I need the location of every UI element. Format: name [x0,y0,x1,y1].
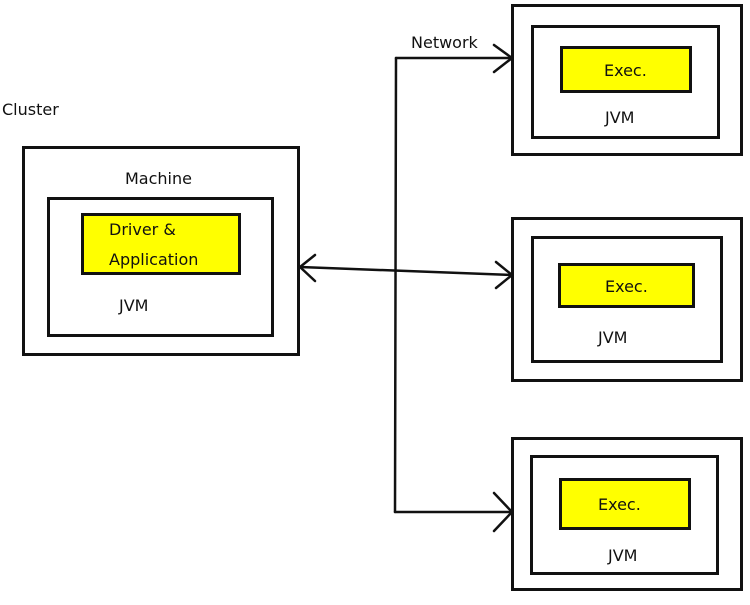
exec-label-middle: Exec. [605,277,648,296]
executor-box-bottom: Exec. [559,478,691,530]
application-label: Application [109,250,199,269]
executor-node-bottom: Exec. JVM [511,437,743,591]
executor-jvm-box-middle: Exec. JVM [531,236,723,363]
jvm-label-bottom: JVM [608,546,638,565]
driver-application-box: Driver & Application [81,213,241,275]
executor-node-top: Exec. JVM [511,4,743,156]
executor-box-top: Exec. [560,46,692,93]
cluster-label: Cluster [2,100,59,119]
machine-label: Machine [125,169,192,188]
jvm-label-top: JVM [605,108,635,127]
network-label: Network [411,33,478,52]
driver-executor-line [298,265,514,277]
executor-node-middle: Exec. JVM [511,217,743,382]
arrowhead-left-icon [298,253,317,283]
driver-jvm-label: JVM [119,296,149,315]
driver-label: Driver & [109,220,176,239]
exec-label-bottom: Exec. [598,495,641,514]
executor-jvm-box-bottom: Exec. JVM [530,455,719,575]
executor-jvm-box-top: Exec. JVM [531,25,720,139]
executor-box-middle: Exec. [558,263,695,308]
network-trunk-line [393,56,398,514]
driver-jvm-box: Driver & Application JVM [47,197,274,337]
exec-label-top: Exec. [604,61,647,80]
jvm-label-middle: JVM [598,328,628,347]
machine-box: Machine Driver & Application JVM [22,146,300,356]
